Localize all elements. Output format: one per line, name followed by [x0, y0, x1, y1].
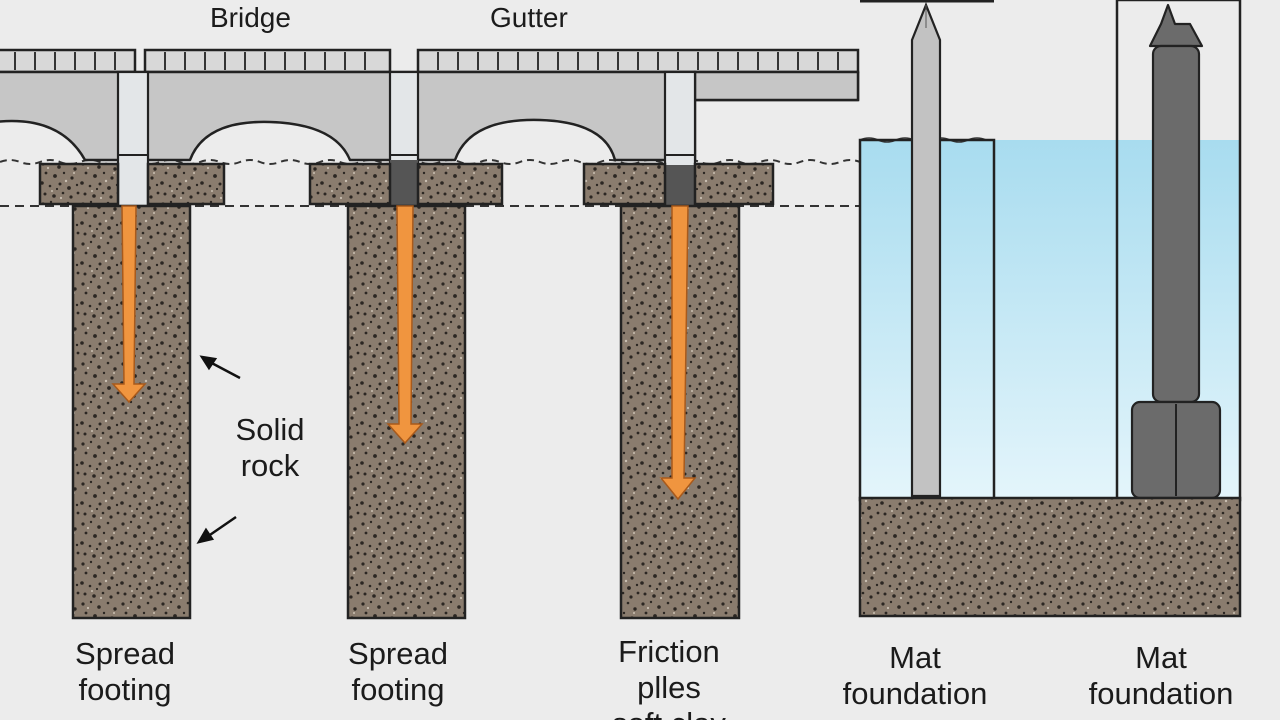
- caption-line: Spread: [75, 636, 175, 671]
- mat-foundation-panel: [858, 0, 1242, 618]
- caption-friction-piles: Friction plles soft clay: [584, 634, 754, 720]
- solid-rock-label-line2: rock: [240, 448, 300, 483]
- solid-rock-pointers: [196, 355, 241, 544]
- caption-line: footing: [78, 672, 172, 707]
- bridge-label: Bridge: [210, 2, 291, 33]
- girder-extension: [693, 70, 860, 102]
- caption-line: Mat: [889, 640, 941, 675]
- caption-spread-footing-1: Spread footing: [40, 636, 210, 708]
- caption-line: foundation: [842, 676, 988, 711]
- caption-line: plles: [637, 670, 701, 705]
- bridge-deck: [0, 48, 860, 74]
- bridge-piers: [116, 70, 697, 208]
- caption-line: soft clay: [584, 706, 754, 720]
- caption-line: foundation: [1088, 676, 1234, 711]
- caption-line: Spread: [348, 636, 448, 671]
- pile-caps: [38, 162, 775, 206]
- load-arrows: [111, 205, 697, 501]
- solid-rock-label-line1: Solid: [235, 412, 305, 447]
- caption-mat-foundation-1: Mat foundation: [820, 640, 1010, 712]
- caption-mat-foundation-2: Mat foundation: [1066, 640, 1256, 712]
- caption-line: footing: [351, 672, 445, 707]
- caption-line: Mat: [1135, 640, 1187, 675]
- caption-line: Friction: [618, 634, 720, 669]
- caption-spread-footing-2: Spread footing: [313, 636, 483, 708]
- gutter-label: Gutter: [490, 2, 568, 33]
